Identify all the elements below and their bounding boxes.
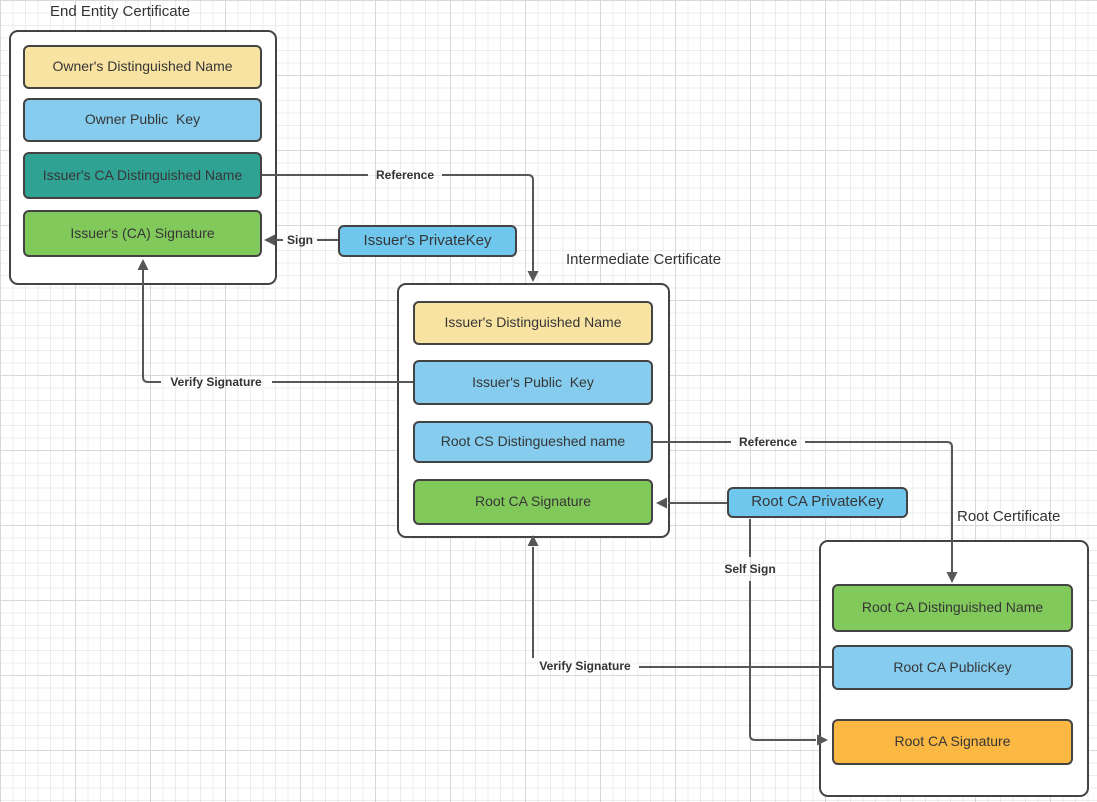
intermediate-certificate-title: Intermediate Certificate xyxy=(566,251,722,268)
reference-top-arrowhead xyxy=(527,271,539,282)
end-entity-certificate-title: End Entity Certificate xyxy=(50,3,191,20)
verify-signature-left-line xyxy=(142,270,413,383)
issuers-ca-distinguished-name-box: Issuer's CA Distinguished Name xyxy=(23,152,262,199)
root-ca-signature-root-box: Root CA Signature xyxy=(832,719,1073,765)
self-sign-line xyxy=(749,519,816,741)
root-ca-distinguished-name-box: Root CA Distinguished Name xyxy=(832,584,1073,632)
self-sign-label: Self Sign xyxy=(724,562,776,576)
root-certificate-title: Root Certificate xyxy=(957,508,1061,525)
root-ca-signature-intermediate-box: Root CA Signature xyxy=(413,479,653,525)
verify-signature-left-label: Verify Signature xyxy=(170,375,262,389)
issuers-public-key-box: Issuer's Public Key xyxy=(413,360,653,405)
issuer-private-key-box: Issuer's PrivateKey xyxy=(338,225,517,257)
reference-top-label: Reference xyxy=(375,168,435,182)
owners-distinguished-name-box: Owner's Distinguished Name xyxy=(23,45,262,89)
issuers-distinguished-name-box: Issuer's Distinguished Name xyxy=(413,301,653,345)
root-ca-private-key-box: Root CA PrivateKey xyxy=(727,487,908,518)
verify-signature-bottom-line xyxy=(532,547,832,668)
reference-top-line xyxy=(262,174,534,272)
root-cs-distingueshed-name-box: Root CS Distingueshed name xyxy=(413,421,653,463)
issuers-ca-signature-box: Issuer's (CA) Signature xyxy=(23,210,262,257)
root-ca-publickey-box: Root CA PublicKey xyxy=(832,645,1073,690)
verify-signature-bottom-label: Verify Signature xyxy=(539,659,631,673)
owner-public-key-box: Owner Public Key xyxy=(23,98,262,142)
reference-bottom-label: Reference xyxy=(738,435,798,449)
sign-label: Sign xyxy=(287,233,313,247)
